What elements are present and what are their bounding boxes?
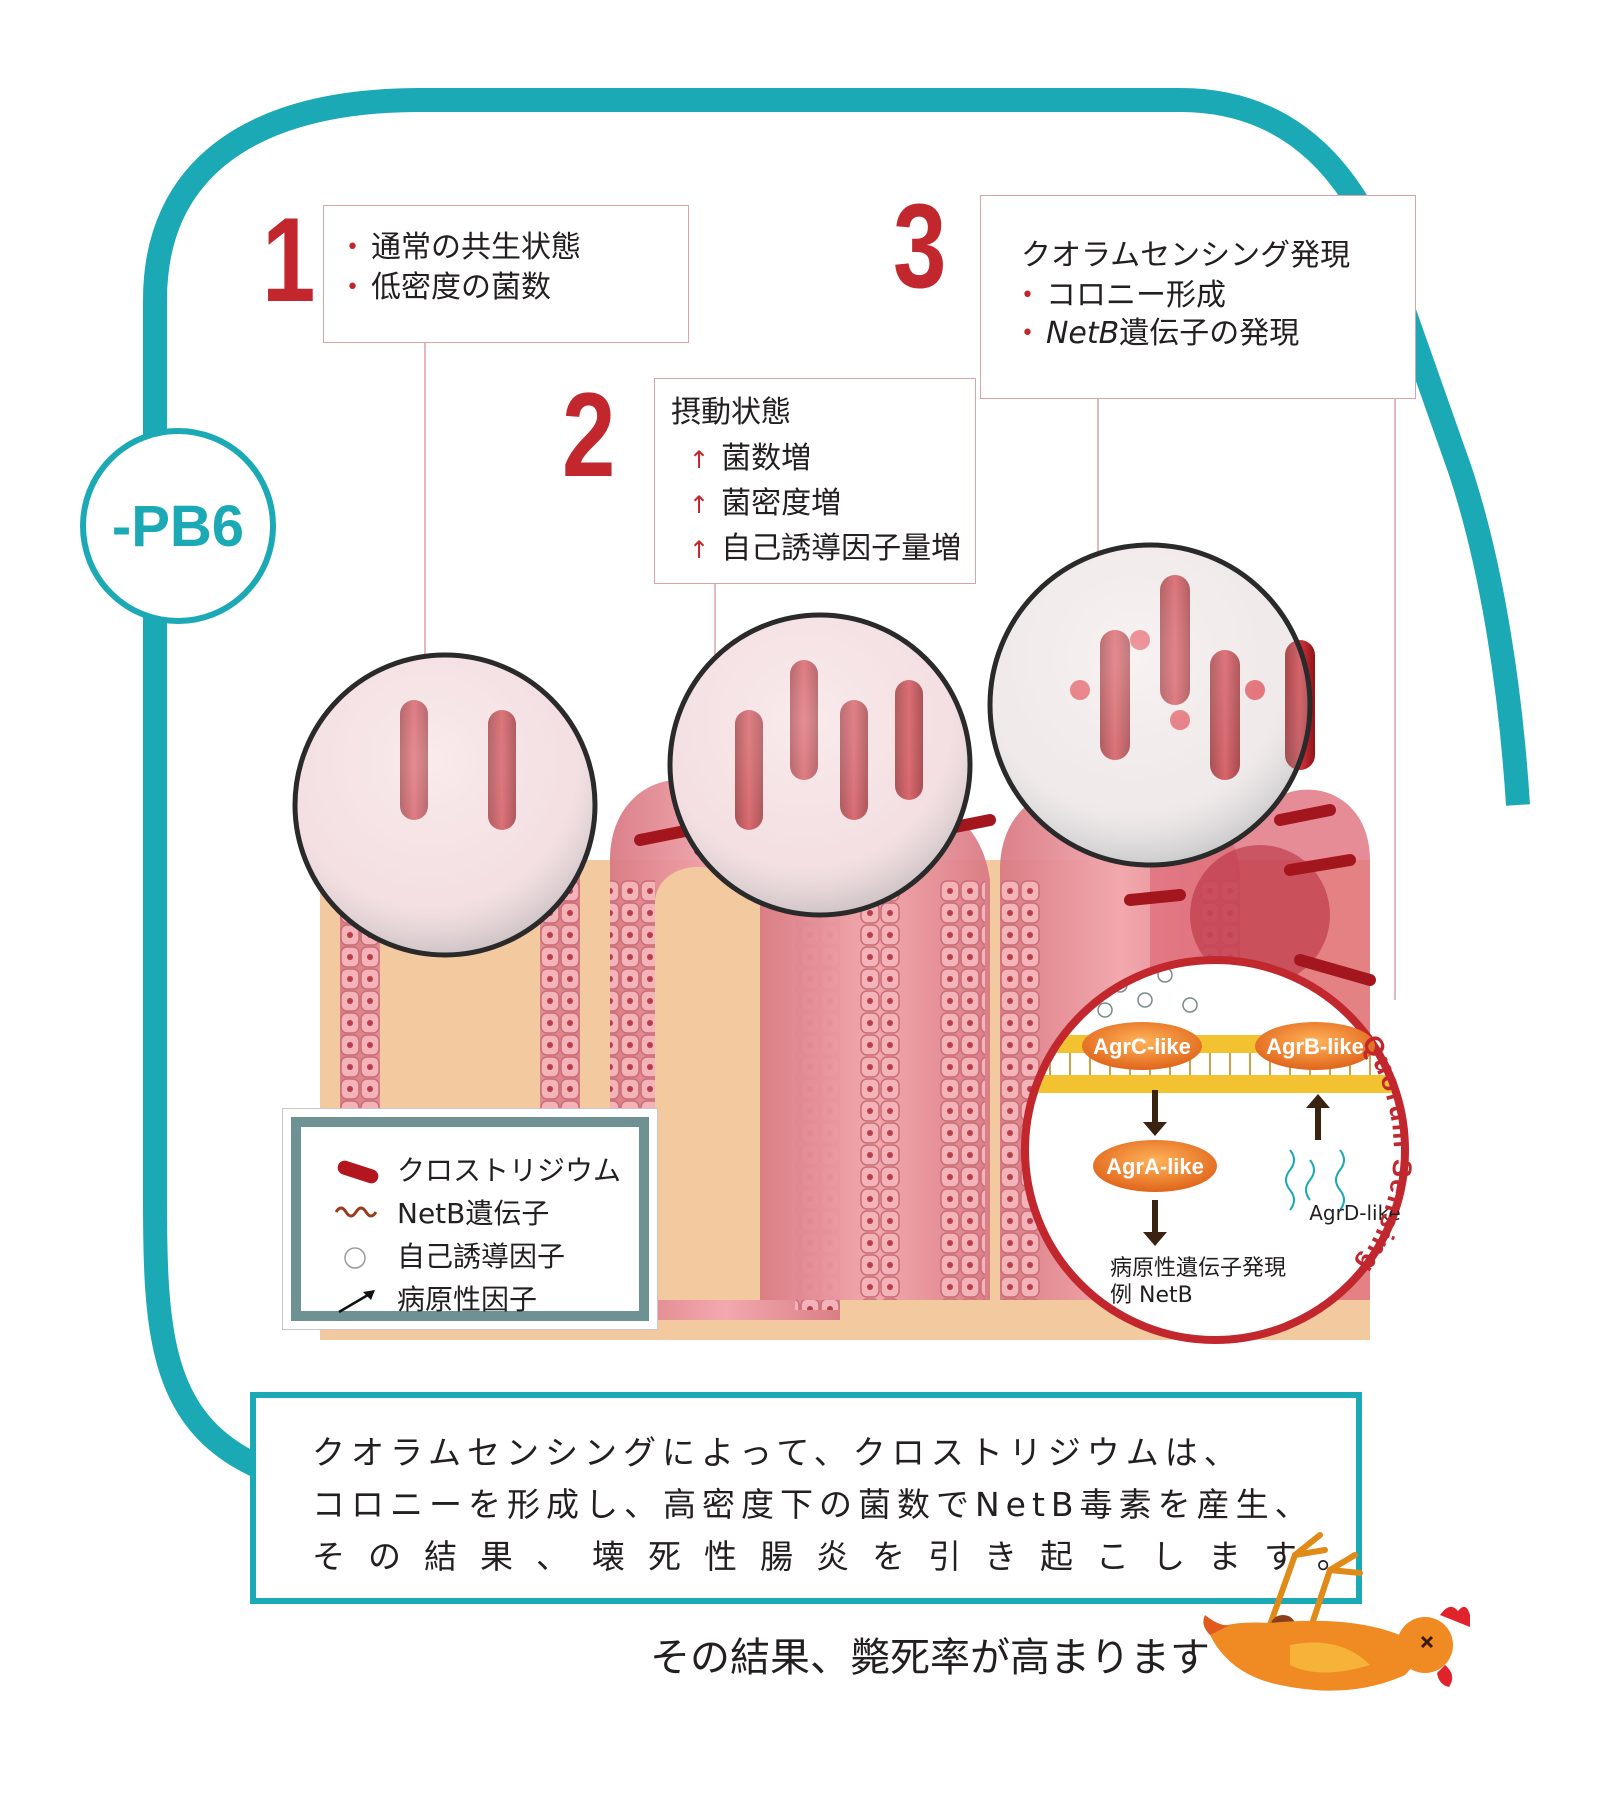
legend: クロストリジウム NetB遺伝子 自己誘導因子 病原性因子 bbox=[282, 1108, 658, 1330]
stage2-title: 摂動状態 bbox=[671, 395, 791, 430]
stage1-number: 1 bbox=[262, 193, 316, 327]
gene-icon bbox=[334, 1206, 378, 1218]
agrd-label: AgrD-like bbox=[1309, 1201, 1401, 1225]
pb6-label: -PB6 bbox=[111, 493, 245, 559]
output-line-2: 例 NetB bbox=[1110, 1283, 1193, 1308]
stage1-box: •通常の共生状態 •低密度の菌数 bbox=[323, 205, 689, 343]
stage3-title: クオラムセンシング発現 bbox=[1021, 238, 1351, 273]
pb6-badge: -PB6 bbox=[80, 428, 276, 624]
stage3-item-1: •コロニー形成 bbox=[1021, 278, 1226, 313]
stage2-item-1: ↑菌数増 bbox=[689, 441, 812, 476]
quorum-sensing-inset: AgrC-like AgrB-like AgrA-like AgrD-like … bbox=[1021, 956, 1417, 1344]
output-line-1: 病原性遺伝子発現 bbox=[1110, 1256, 1286, 1281]
agra-label: AgrA-like bbox=[1106, 1154, 1204, 1179]
stage3-box: クオラムセンシング発現 •コロニー形成 •NetB遺伝子の発現 bbox=[980, 195, 1416, 399]
stage1-item-2: •低密度の菌数 bbox=[346, 270, 551, 305]
stage2-item-3: ↑自己誘導因子量増 bbox=[689, 531, 962, 566]
stage2-number: 2 bbox=[562, 368, 616, 502]
caption-line-3: その結果、壊死性腸炎を引き起こします。 bbox=[312, 1537, 1373, 1576]
agrc-label: AgrC-like bbox=[1093, 1034, 1191, 1059]
legend-item-virulence: 病原性因子 bbox=[333, 1280, 537, 1320]
result-text: その結果、斃死率が高まります bbox=[650, 1635, 1210, 1681]
stage2-box: 摂動状態 ↑菌数増 ↑菌密度増 ↑自己誘導因子量増 bbox=[654, 378, 976, 584]
legend-item-autoinducer: 自己誘導因子 bbox=[333, 1237, 565, 1277]
dead-chicken-icon bbox=[1203, 1532, 1470, 1691]
caption-line-2: コロニーを形成し、高密度下の菌数でNetB毒素を産生、 bbox=[312, 1485, 1314, 1524]
caption-box: クオラムセンシングによって、クロストリジウムは、 コロニーを形成し、高密度下の菌… bbox=[250, 1392, 1362, 1604]
caption-line-1: クオラムセンシングによって、クロストリジウムは、 bbox=[312, 1433, 1243, 1472]
stage2-item-2: ↑菌密度増 bbox=[689, 486, 842, 521]
stage3-item-2: •NetB遺伝子の発現 bbox=[1021, 316, 1300, 351]
arrow-icon bbox=[338, 1290, 375, 1314]
stage3-number: 3 bbox=[893, 179, 947, 313]
stage1-item-1: •通常の共生状態 bbox=[346, 230, 581, 265]
rod-icon bbox=[337, 1160, 379, 1184]
legend-item-clostridium: クロストリジウム bbox=[333, 1151, 621, 1191]
autoinducer-icon bbox=[344, 1247, 366, 1269]
legend-item-netb: NetB遺伝子 bbox=[333, 1194, 549, 1234]
agrb-label: AgrB-like bbox=[1266, 1034, 1364, 1059]
